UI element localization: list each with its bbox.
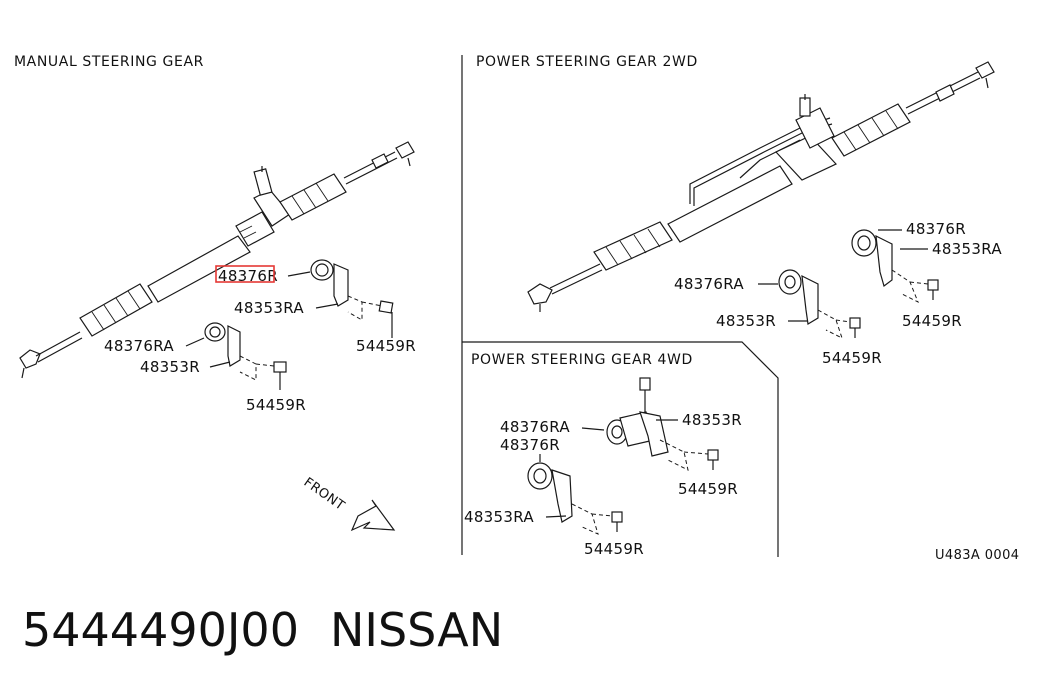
- power-4wd-label-54459R-upper: 54459R: [678, 480, 738, 498]
- power-4wd-label-48353R: 48353R: [682, 411, 742, 429]
- front-arrow-icon: [350, 499, 396, 532]
- section-4wd-border: [462, 341, 779, 557]
- front-indicator: FRONT: [301, 475, 396, 532]
- power-4wd-upper-mount: [606, 377, 719, 471]
- power-2wd-label-48376R: 48376R: [906, 220, 966, 238]
- power-steering-gear-2wd-title: POWER STEERING GEAR 2WD: [476, 54, 698, 70]
- manual-callouts: 48376R 48353RA 54459R 48376RA 48353R 544…: [104, 265, 416, 414]
- power-4wd-lower-mount: [527, 462, 623, 535]
- manual-steering-gear-title: MANUAL STEERING GEAR: [14, 54, 204, 70]
- power-4wd-label-54459R-lower: 54459R: [584, 540, 644, 558]
- part-number: 5444490J00: [22, 603, 299, 657]
- power-2wd-left-mount: [778, 269, 861, 339]
- power-2wd-steering-rack: [527, 61, 995, 312]
- power-steering-gear-4wd-title: POWER STEERING GEAR 4WD: [471, 352, 693, 368]
- front-label: FRONT: [301, 475, 348, 514]
- manual-upper-mount: [310, 259, 394, 328]
- power-4wd-label-48353RA: 48353RA: [464, 508, 534, 526]
- diagram-code: U483A 0004: [935, 548, 1019, 563]
- power-2wd-label-48376RA: 48376RA: [674, 275, 744, 293]
- power-2wd-label-54459R-right: 54459R: [902, 312, 962, 330]
- power-4wd-label-48376R: 48376R: [500, 436, 560, 454]
- power-2wd-right-mount: [851, 229, 939, 304]
- power-4wd-label-48376RA: 48376RA: [500, 418, 570, 436]
- highlight-box: [215, 265, 275, 283]
- power-2wd-label-48353R: 48353R: [716, 312, 776, 330]
- power-2wd-label-48353RA: 48353RA: [932, 240, 1002, 258]
- power-4wd-callouts: 48376RA 48376R 48353R 54459R 48353RA 544…: [464, 411, 742, 558]
- brand-name: NISSAN: [330, 603, 503, 657]
- manual-label-48376RA: 48376RA: [104, 337, 174, 355]
- manual-label-48353RA: 48353RA: [234, 299, 304, 317]
- power-2wd-callouts: 48376R 48353RA 54459R 48376RA 48353R 544…: [674, 220, 1002, 367]
- manual-lower-mount: [204, 322, 287, 390]
- power-2wd-label-54459R-left: 54459R: [822, 349, 882, 367]
- manual-label-54459R-upper: 54459R: [356, 337, 416, 355]
- manual-label-48376R: 48376R: [218, 267, 278, 285]
- manual-label-48353R: 48353R: [140, 358, 200, 376]
- manual-steering-rack: [19, 141, 415, 379]
- manual-label-54459R-lower: 54459R: [246, 396, 306, 414]
